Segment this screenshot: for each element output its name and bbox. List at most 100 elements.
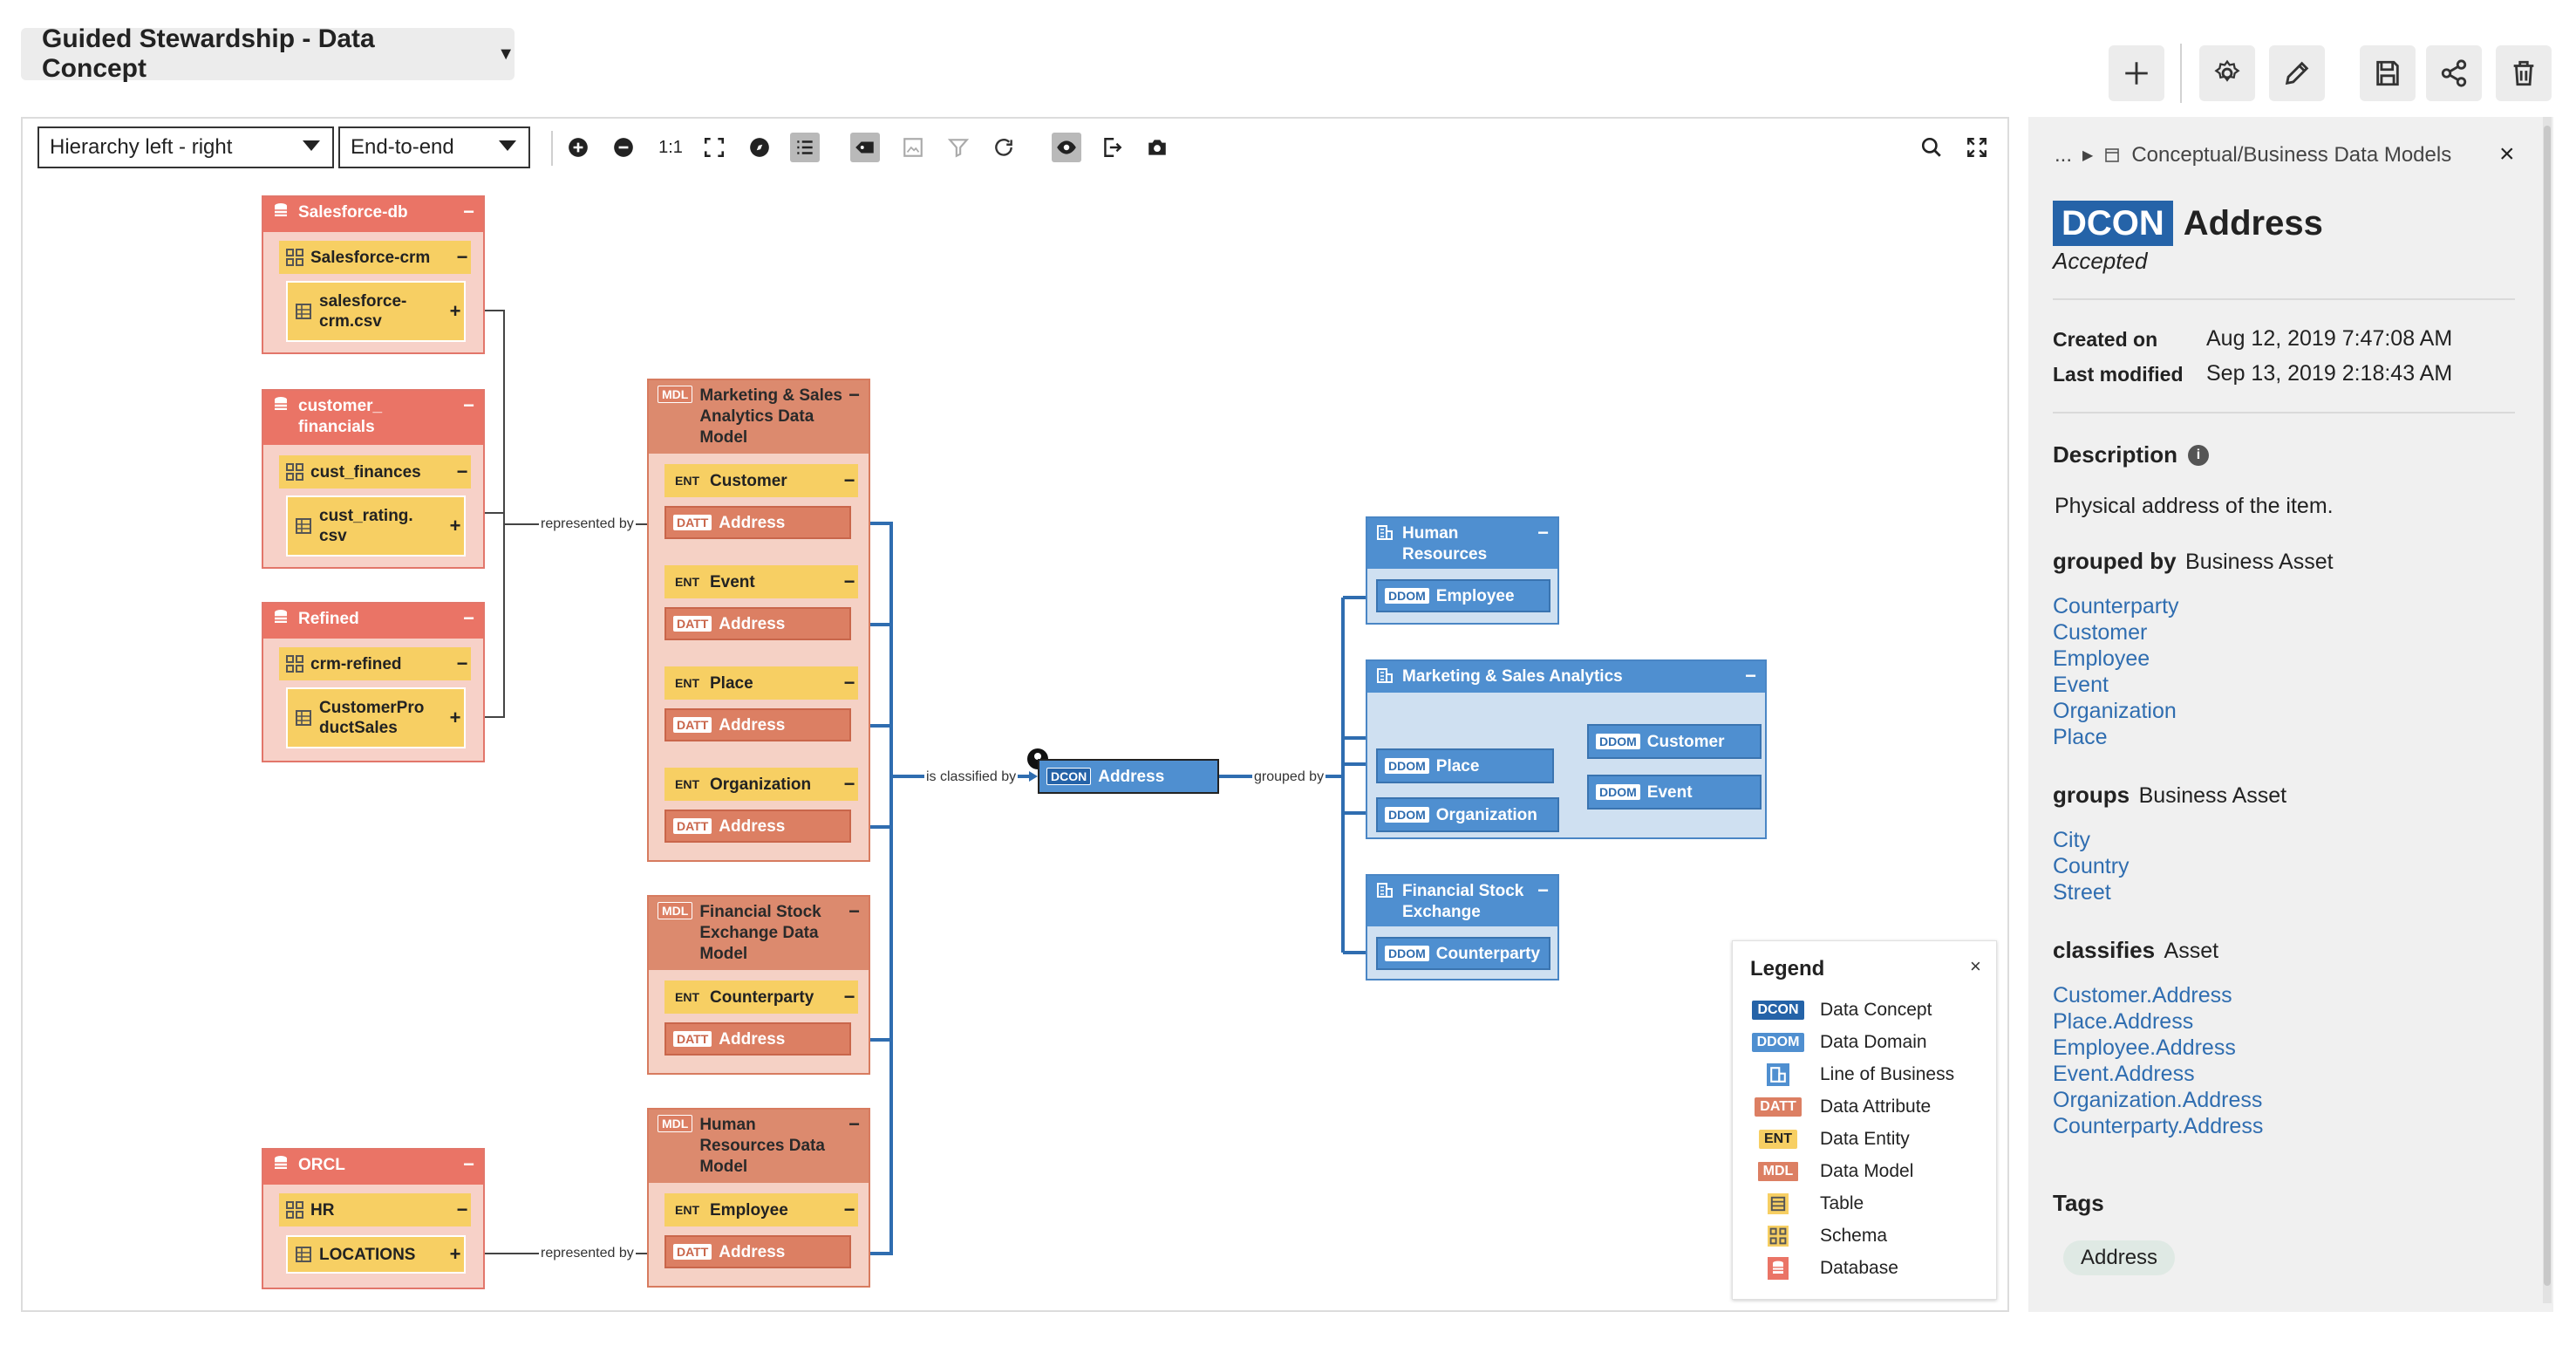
relation-link[interactable]: Organization.Address (2053, 1088, 2263, 1112)
collapse-button[interactable]: − (463, 201, 474, 222)
collapse-button[interactable]: − (456, 246, 468, 268)
search-button[interactable] (1917, 133, 1946, 162)
expand-button[interactable]: + (449, 1243, 461, 1265)
layout-select[interactable]: Hierarchy left - right (37, 126, 334, 168)
refresh-button[interactable] (989, 133, 1019, 162)
settings-button[interactable] (2199, 45, 2255, 101)
label-toggle-button[interactable] (850, 133, 880, 162)
save-button[interactable] (2360, 45, 2416, 101)
schema-row[interactable]: crm-refined− (279, 647, 471, 680)
fit-button[interactable] (699, 133, 729, 162)
page-title-dropdown[interactable]: Guided Stewardship - Data Concept ▼ (21, 24, 515, 83)
screenshot-button[interactable] (1142, 133, 1172, 162)
zoom-in-button[interactable] (563, 133, 593, 162)
breadcrumb-more[interactable]: ... (2055, 143, 2073, 167)
collapse-button[interactable]: − (843, 1199, 855, 1220)
collapse-button[interactable]: − (1745, 665, 1756, 687)
collapse-button[interactable]: − (1537, 522, 1549, 543)
table-row[interactable]: salesforce- crm.csv+ (286, 281, 466, 342)
export-button[interactable] (1097, 133, 1127, 162)
collapse-button[interactable]: − (843, 469, 855, 491)
relation-link[interactable]: Employee (2053, 646, 2150, 671)
collapse-button[interactable]: − (843, 571, 855, 592)
table-row[interactable]: LOCATIONS+ (286, 1235, 466, 1274)
image-button[interactable] (898, 133, 928, 162)
database-node-customer-financials[interactable]: customer_ financials− cust_finances− cus… (262, 389, 485, 569)
collapse-button[interactable]: − (843, 773, 855, 795)
scrollbar-track[interactable] (2543, 117, 2552, 1303)
database-node-orcl[interactable]: ORCL− HR− LOCATIONS+ (262, 1148, 485, 1289)
collapse-button[interactable]: − (848, 900, 860, 922)
relation-link[interactable]: Street (2053, 880, 2111, 905)
relation-link[interactable]: Employee.Address (2053, 1035, 2236, 1060)
database-node-salesforce[interactable]: Salesforce-db− Salesforce-crm− salesforc… (262, 195, 485, 354)
close-panel-button[interactable]: × (2499, 140, 2515, 168)
relation-link[interactable]: Event (2053, 673, 2109, 697)
legend-close-button[interactable]: × (1970, 955, 1981, 977)
relation-link[interactable]: Place (2053, 725, 2108, 749)
collapse-button[interactable]: − (843, 672, 855, 693)
compass-button[interactable] (745, 133, 774, 162)
relation-link[interactable]: Counterparty (2053, 594, 2179, 618)
tag-chip[interactable]: Address (2063, 1240, 2176, 1275)
relation-link[interactable]: Customer (2053, 620, 2148, 645)
relation-link[interactable]: Event.Address (2053, 1062, 2195, 1086)
collapse-button[interactable]: − (463, 394, 474, 416)
schema-row[interactable]: Salesforce-crm− (279, 241, 471, 274)
expand-button[interactable]: + (449, 300, 461, 322)
relation-link[interactable]: Place.Address (2053, 1009, 2194, 1034)
edit-button[interactable] (2269, 45, 2325, 101)
collapse-button[interactable]: − (848, 1113, 860, 1135)
show-hide-button[interactable] (1052, 133, 1081, 162)
relation-link[interactable]: Organization (2053, 699, 2177, 723)
fullscreen-button[interactable] (1962, 133, 1992, 162)
breadcrumb-path[interactable]: Conceptual/Business Data Models (2131, 143, 2452, 167)
collapse-button[interactable]: − (1537, 879, 1549, 901)
collapse-button[interactable]: − (843, 986, 855, 1008)
info-icon[interactable]: i (2188, 444, 2210, 466)
expand-button[interactable]: + (449, 515, 461, 536)
database-node-refined[interactable]: Refined− crm-refined− CustomerPro ductSa… (262, 602, 485, 762)
collapse-button[interactable]: − (848, 384, 860, 406)
collapse-button[interactable]: − (456, 1199, 468, 1220)
add-button[interactable] (2109, 45, 2164, 101)
table-row[interactable]: cust_rating. csv+ (286, 495, 466, 557)
mode-select[interactable]: End-to-end (338, 126, 530, 168)
collapse-button[interactable]: − (456, 653, 468, 674)
schema-row[interactable]: HR− (279, 1193, 471, 1226)
relation-link[interactable]: Counterparty.Address (2053, 1114, 2264, 1138)
collapse-button[interactable]: − (463, 607, 474, 629)
relation-link[interactable]: City (2053, 828, 2091, 852)
relation-link[interactable]: Customer.Address (2053, 983, 2232, 1008)
collapse-button[interactable]: − (456, 461, 468, 482)
expand-button[interactable]: + (449, 707, 461, 728)
actual-size-button[interactable]: 1:1 (658, 137, 683, 157)
table-row[interactable]: CustomerPro ductSales+ (286, 687, 466, 748)
share-button[interactable] (2426, 45, 2482, 101)
list-view-button[interactable] (790, 133, 820, 162)
